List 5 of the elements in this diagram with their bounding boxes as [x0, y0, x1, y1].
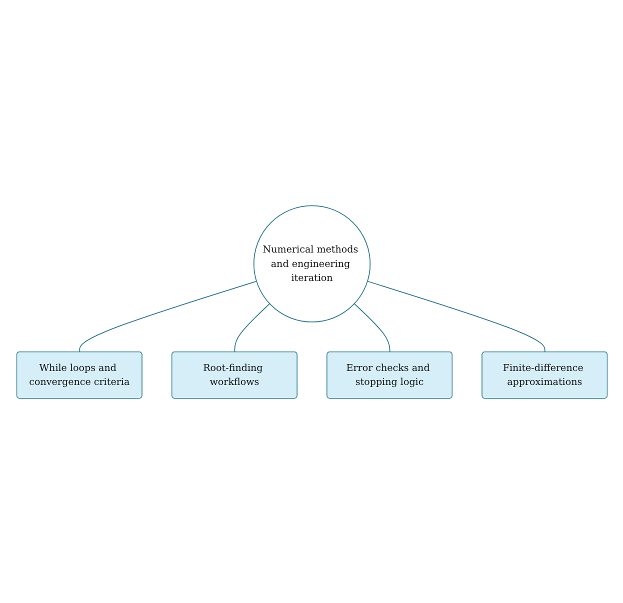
connector [366, 280, 545, 352]
connector [78, 280, 256, 352]
node-circle: Numerical methods and engineering iteration [252, 204, 370, 322]
connector [353, 302, 390, 352]
connector [234, 302, 270, 352]
